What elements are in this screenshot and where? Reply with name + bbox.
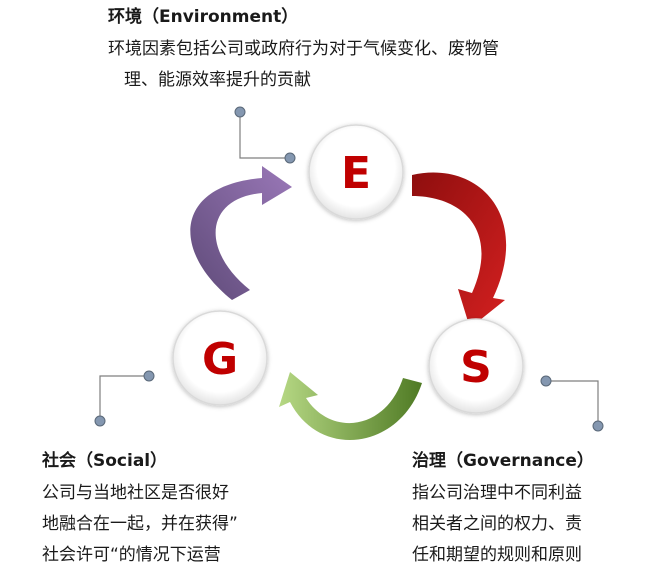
connector-environment	[239, 110, 289, 159]
connector-governance	[546, 380, 599, 425]
governance-text-line-3: 任和期望的规则和原则	[412, 545, 582, 565]
connector-social	[99, 375, 148, 420]
connector-dot-social-end	[94, 415, 106, 427]
environment-text-line-2: 理、能源效率提升的贡献	[124, 70, 311, 90]
circle-e: E	[308, 124, 404, 220]
social-text-line-1: 公司与当地社区是否很好	[42, 483, 229, 503]
circle-g-letter: G	[202, 334, 238, 385]
governance-text-line-2: 相关者之间的权力、责	[412, 514, 582, 534]
circle-s-letter: S	[460, 342, 492, 393]
circle-e-letter: E	[341, 148, 371, 199]
connector-dot-environment-top	[234, 106, 246, 118]
arrow-e-to-s	[412, 172, 507, 328]
social-text-line-2: 地融合在一起，并在获得”	[42, 514, 238, 534]
connector-dot-environment-end	[284, 152, 296, 164]
connector-dot-social-top	[143, 370, 155, 382]
environment-title: 环境（Environment）	[108, 7, 299, 27]
environment-text-line-1: 环境因素包括公司或政府行为对于气候变化、废物管	[108, 39, 499, 59]
governance-text-line-1: 指公司治理中不同利益	[412, 483, 582, 503]
circle-s: S	[428, 318, 524, 414]
arrow-s-to-g	[279, 372, 422, 441]
social-text-line-3: 社会许可“的情况下运营	[42, 545, 221, 565]
arrow-g-to-e	[190, 166, 292, 300]
social-title: 社会（Social）	[42, 451, 168, 471]
connector-dot-governance-top	[540, 375, 552, 387]
circle-g: G	[172, 310, 268, 406]
connector-dot-governance-end	[592, 420, 604, 432]
governance-title: 治理（Governance）	[412, 451, 594, 471]
